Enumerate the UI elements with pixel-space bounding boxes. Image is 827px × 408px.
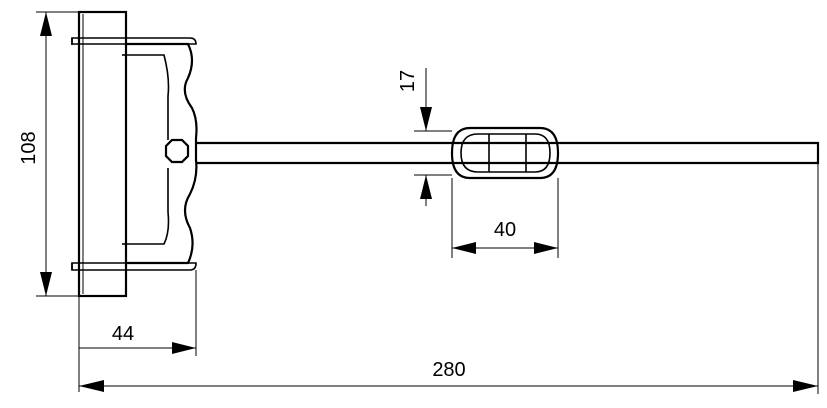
pivot-bolt-icon xyxy=(164,138,190,164)
top-clamp-band xyxy=(71,37,197,45)
dimension-clip-height-label: 17 xyxy=(397,70,419,92)
dimension-hinge-width: 44 xyxy=(78,270,197,392)
arm-rod xyxy=(196,141,820,165)
dimension-total-length-label: 280 xyxy=(432,359,465,381)
dimension-clip-width-label: 40 xyxy=(494,219,516,241)
dimension-height: 108 xyxy=(18,11,79,297)
bottom-clamp-band xyxy=(71,262,197,271)
dimension-hinge-width-label: 44 xyxy=(112,323,134,345)
hinge-body xyxy=(77,10,128,298)
spring-bracket xyxy=(122,42,198,265)
rod-clip xyxy=(450,126,560,180)
dimension-total-length: 280 xyxy=(79,163,819,394)
dimension-height-label: 108 xyxy=(18,131,40,164)
dimension-clip-width: 40 xyxy=(451,178,559,258)
hinge-cylinder xyxy=(77,10,128,298)
dimension-clip-height: 17 xyxy=(397,68,452,206)
